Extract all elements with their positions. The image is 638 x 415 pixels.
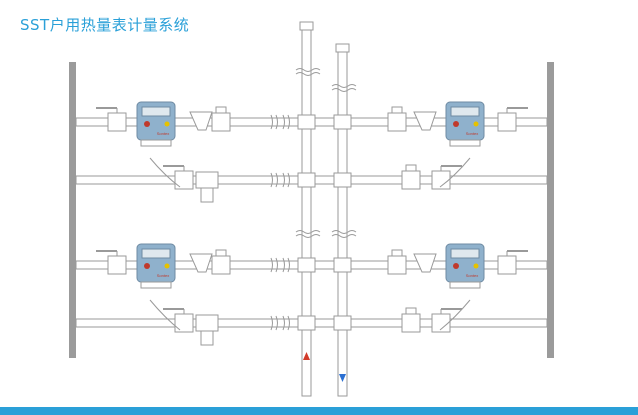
riser-tee-3 — [297, 315, 316, 331]
sensor-cable-0 — [149, 157, 181, 188]
meter-pipe-stub — [140, 139, 172, 147]
sensor-cable-1 — [439, 157, 471, 188]
pipe-break-mark — [282, 172, 290, 188]
strainer-upper-right-2 — [413, 253, 437, 273]
riser-tee-2 — [297, 257, 316, 273]
ball-valve-upper-right-2 — [497, 255, 517, 275]
heat-meter-upper-left: Sontex — [136, 101, 176, 147]
riser-return — [335, 43, 350, 397]
ball-valve-lower-left-2 — [174, 313, 194, 333]
pipe-break-mark — [282, 315, 290, 331]
valve-lower-left-2 — [211, 255, 231, 275]
riser-tee-return-2 — [333, 257, 352, 273]
tee-lower-left — [195, 171, 219, 189]
riser-tee-1 — [297, 172, 316, 188]
pipe-break-mark — [270, 315, 278, 331]
meter-button-red — [453, 263, 459, 269]
tee-lower-left-2 — [195, 314, 219, 332]
tee-lower-left-drop — [200, 187, 214, 203]
ball-valve-upper-left — [107, 112, 127, 132]
pipe-break-mark — [282, 114, 290, 130]
sensor-cable-3 — [439, 299, 471, 331]
ball-valve-lower-left — [174, 170, 194, 190]
valve-upper-right — [387, 112, 407, 132]
heat-meter-lower-left: Sontex — [136, 243, 176, 289]
valve-upper-right-2-stem — [391, 249, 403, 257]
valve-lower-right — [401, 170, 421, 190]
meter-brand-label: Sontex — [157, 131, 169, 136]
meter-brand-label: Sontex — [466, 273, 478, 278]
valve-upper-left-stem — [215, 106, 227, 114]
heat-meter-upper-right: Sontex — [445, 101, 485, 147]
pipe-break-mark — [270, 172, 278, 188]
riser-tee-return-3 — [333, 315, 352, 331]
riser-supply — [299, 21, 314, 397]
return-down-arrow — [339, 374, 346, 382]
riser-break-marks — [295, 68, 357, 238]
meter-button-yellow — [473, 263, 479, 269]
pipe-break-mark — [270, 114, 278, 130]
riser-tee-return-0 — [333, 114, 352, 130]
valve-lower-right-stem — [405, 164, 417, 172]
meter-button-yellow — [164, 121, 170, 127]
heat-meter-lower-right: Sontex — [445, 243, 485, 289]
meter-brand-label: Sontex — [157, 273, 169, 278]
meter-display — [450, 106, 480, 117]
strainer-upper-right — [413, 111, 437, 131]
meter-button-red — [453, 121, 459, 127]
valve-upper-right-2 — [387, 255, 407, 275]
valve-lower-left-2-stem — [215, 249, 227, 257]
right-wall — [547, 62, 554, 358]
riser-tee-0 — [297, 114, 316, 130]
meter-button-red — [144, 121, 150, 127]
tee-lower-left-2-drop — [200, 330, 214, 346]
sensor-cable-2 — [149, 299, 181, 331]
meter-button-yellow — [473, 121, 479, 127]
riser-tee-return-1 — [333, 172, 352, 188]
strainer-lower-left — [189, 253, 213, 273]
diagram-title: SST户用热量表计量系统 — [20, 16, 190, 34]
pipe-break-mark — [282, 257, 290, 273]
meter-button-red — [144, 263, 150, 269]
bottom-accent-bar — [0, 407, 638, 415]
left-wall — [69, 62, 76, 358]
valve-lower-right-2 — [401, 313, 421, 333]
supply-up-arrow — [303, 352, 310, 360]
meter-display — [141, 106, 171, 117]
ball-valve-upper-right — [497, 112, 517, 132]
valve-lower-right-2-stem — [405, 307, 417, 315]
strainer-upper-left — [189, 111, 213, 131]
meter-pipe-stub — [140, 281, 172, 289]
meter-brand-label: Sontex — [466, 131, 478, 136]
valve-upper-left — [211, 112, 231, 132]
meter-display — [450, 248, 480, 259]
pipe-break-mark — [270, 257, 278, 273]
valve-upper-right-stem — [391, 106, 403, 114]
meter-pipe-stub — [449, 281, 481, 289]
meter-display — [141, 248, 171, 259]
meter-pipe-stub — [449, 139, 481, 147]
meter-button-yellow — [164, 263, 170, 269]
ball-valve-upper-left-2 — [107, 255, 127, 275]
